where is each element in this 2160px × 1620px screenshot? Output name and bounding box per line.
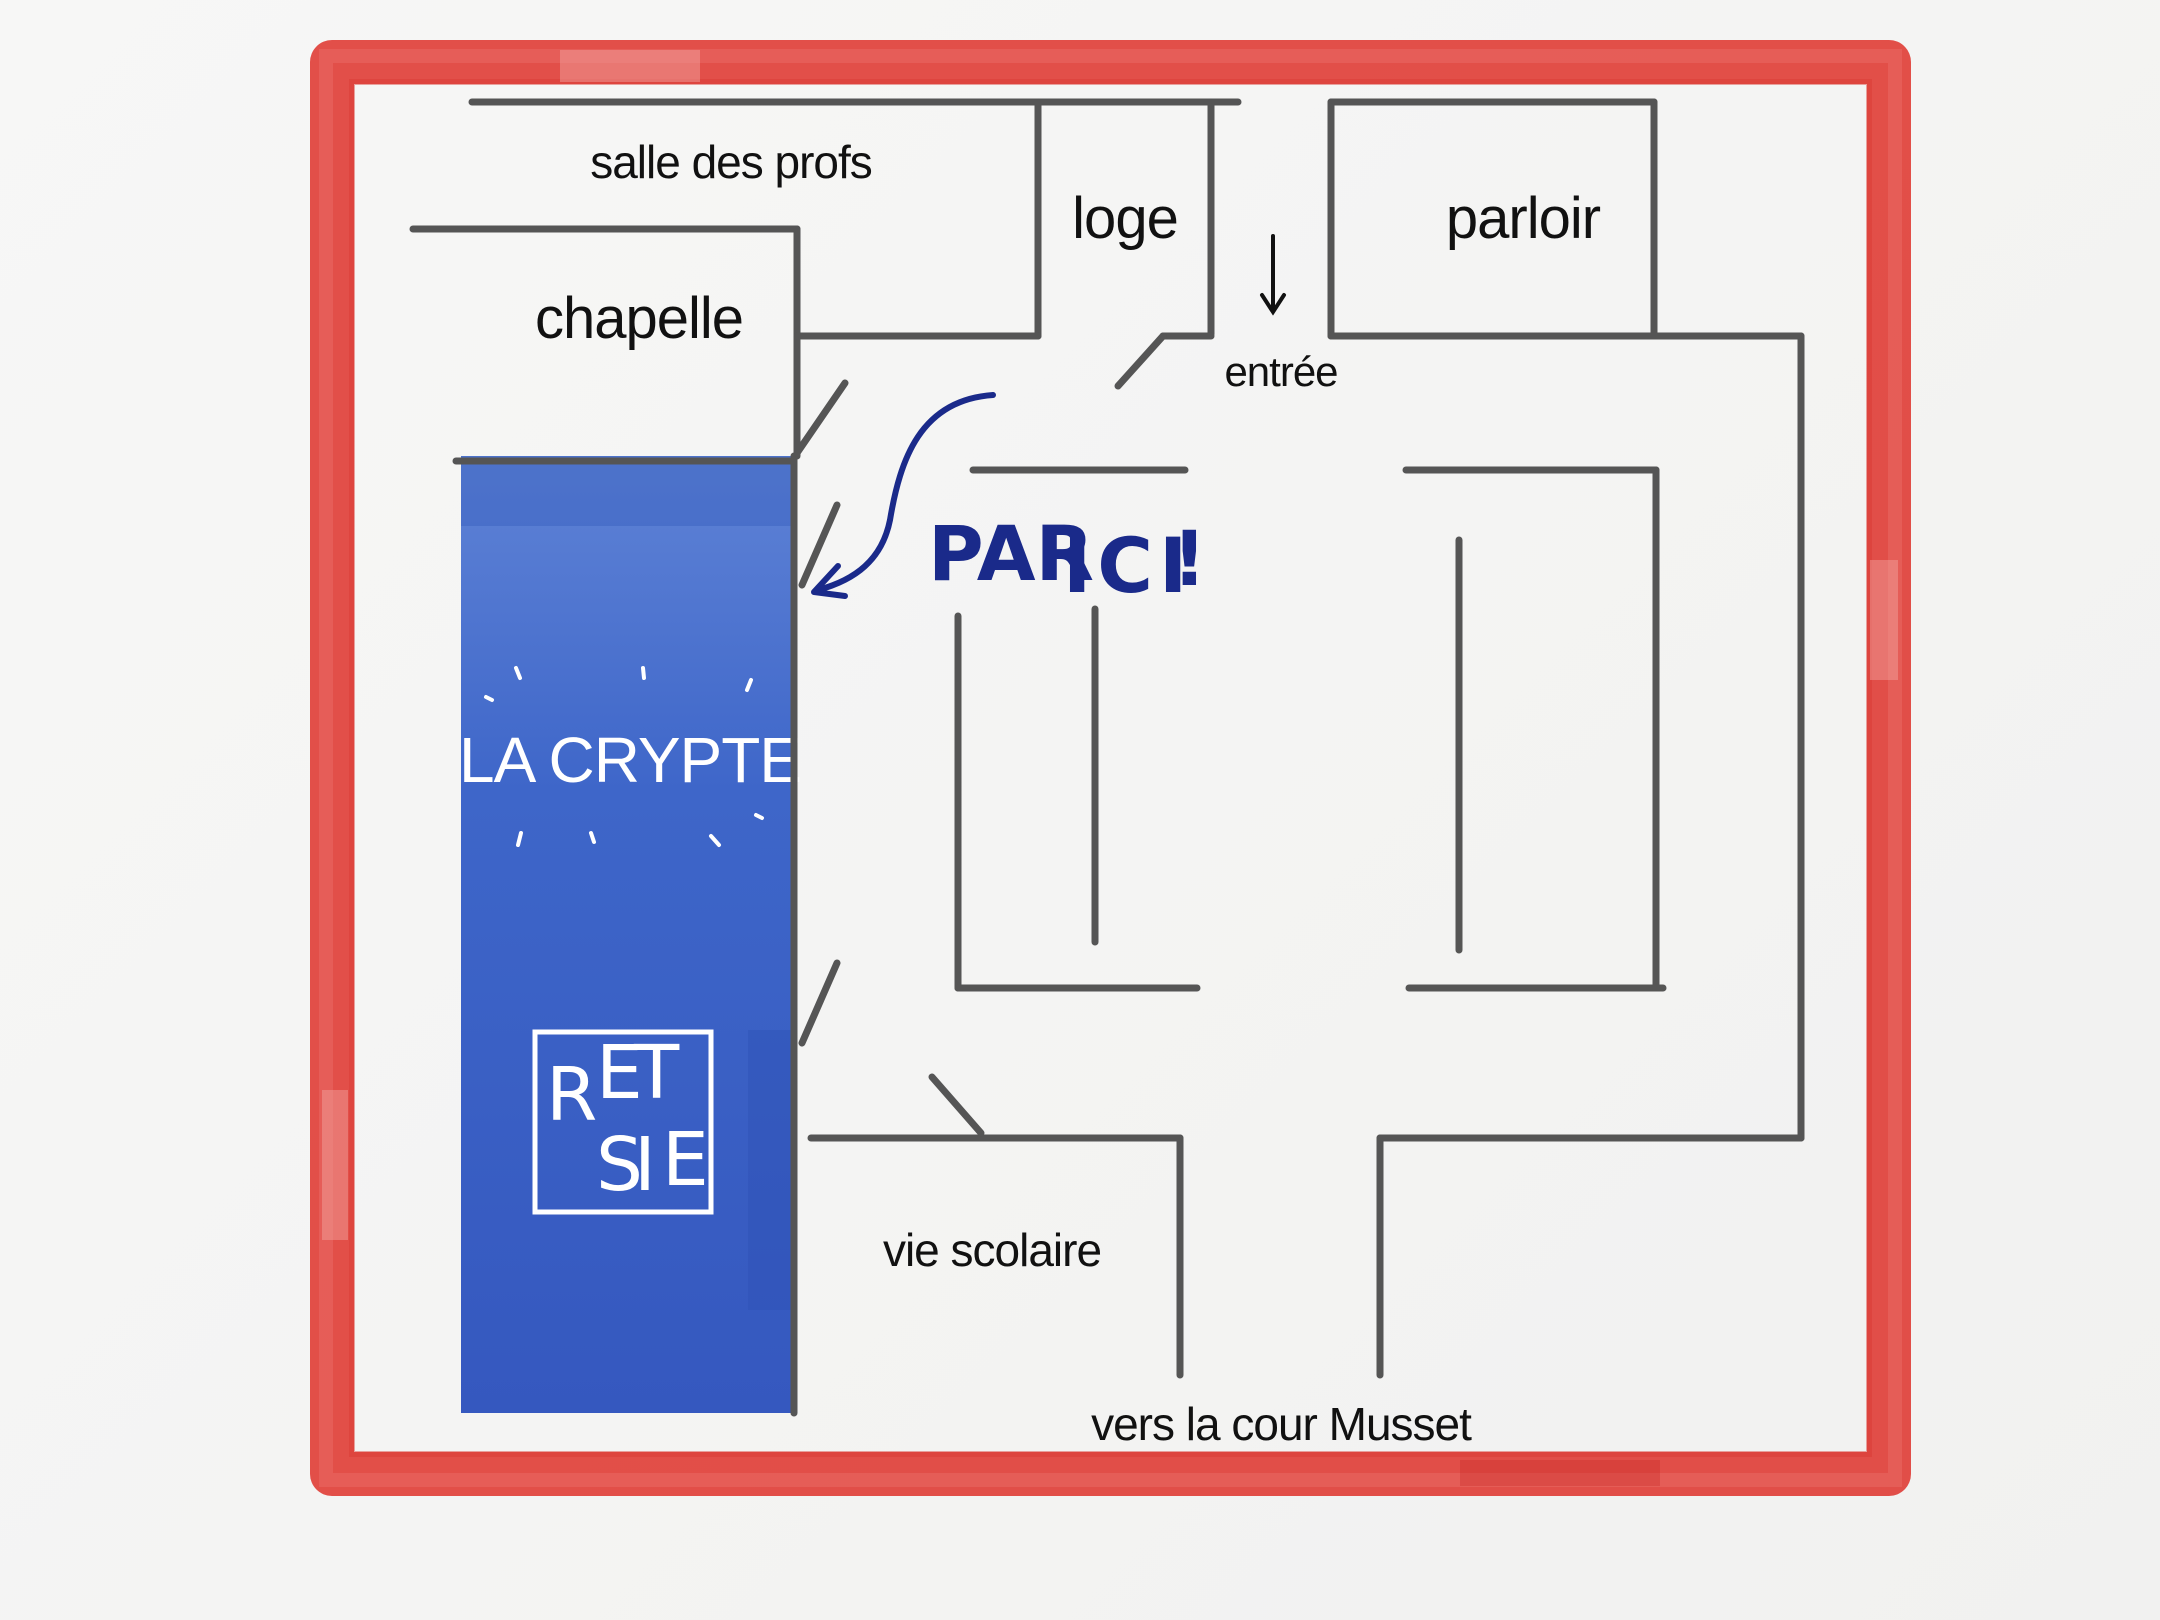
building-walls	[409, 98, 1805, 1417]
sparkle-icon	[484, 666, 764, 847]
crypt-title: LA CRYPTE	[459, 724, 801, 796]
logo-letter-e2: E	[662, 1117, 709, 1203]
curved-arrow-icon	[815, 392, 996, 593]
entrance-arrow-icon	[1260, 234, 1286, 316]
crypt-fill	[461, 456, 794, 1413]
crypt-room[interactable]: LA CRYPTE R E T E S I	[459, 456, 802, 1413]
annotation-bang: !	[1172, 514, 1207, 603]
room-label-parloir[interactable]: parloir	[1446, 186, 1602, 251]
room-label-vie-scolaire[interactable]: vie scolaire	[883, 1224, 1102, 1276]
annotation-ici: ICI	[1063, 521, 1193, 610]
red-frame	[310, 40, 1911, 1496]
arrowhead-icon	[811, 563, 848, 599]
handwritten-annotation: PAR ICI !	[811, 392, 1207, 610]
logo-letter-r: R	[546, 1052, 597, 1138]
room-label-loge[interactable]: loge	[1072, 186, 1179, 251]
exit-label-cour-musset[interactable]: vers la cour Musset	[1091, 1398, 1473, 1450]
retesie-logo: R E T E S I	[532, 1029, 714, 1215]
logo-letter-t: T	[633, 1030, 680, 1116]
room-label-salle-des-profs[interactable]: salle des profs	[590, 136, 873, 188]
entrance-label[interactable]: entrée	[1224, 348, 1338, 395]
annotation-par: PAR	[928, 509, 1094, 598]
logo-letter-i: I	[634, 1122, 656, 1208]
room-label-chapelle[interactable]: chapelle	[535, 286, 744, 351]
logo-letter-e1: E	[596, 1030, 643, 1116]
logo-letter-s: S	[596, 1122, 643, 1208]
